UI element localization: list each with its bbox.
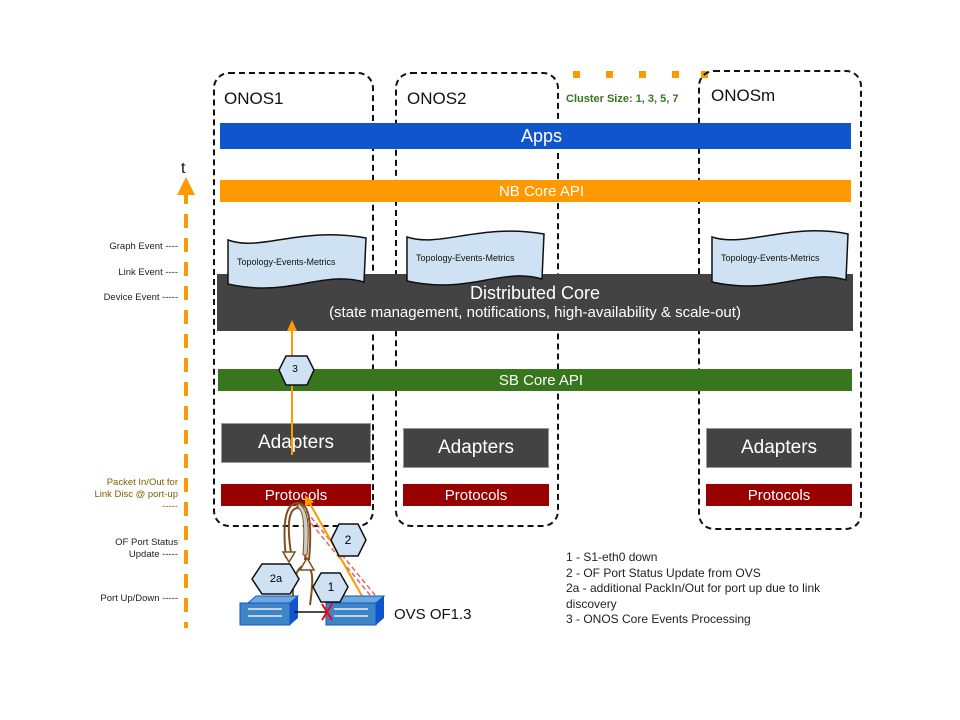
switch-label: OVS OF1.3 bbox=[394, 606, 472, 623]
legend-item-2: 2 - OF Port Status Update from OVS bbox=[566, 565, 761, 580]
protocols-onos2: Protocols bbox=[403, 484, 549, 506]
step-1-label: 1 bbox=[327, 580, 335, 594]
step-3-label: 3 bbox=[292, 364, 298, 375]
legend-item-1: 1 - S1-eth0 down bbox=[566, 550, 658, 564]
node-title-onosm: ONOSm bbox=[711, 86, 776, 105]
legend: 1 - S1-eth0 down 2 - OF Port Status Upda… bbox=[566, 550, 820, 628]
event-label-of-port-status: OF Port Status Update ----- bbox=[115, 537, 178, 561]
ovs-switch-1-icon bbox=[239, 595, 300, 626]
step-2a-label: 2a bbox=[269, 573, 283, 585]
store-label-onosm: Topology-Events-Metrics bbox=[721, 253, 820, 263]
event-label-device: Device Event ----- bbox=[103, 292, 178, 303]
event-label-packet-in-out: Packet In/Out for Link Disc @ port-up --… bbox=[94, 477, 178, 513]
port-status-arrowhead-icon bbox=[305, 495, 314, 507]
step-2-label: 2 bbox=[344, 533, 352, 547]
event-label-packet-line1: Packet In/Out for bbox=[106, 477, 178, 488]
step-2a-hexagon bbox=[251, 563, 300, 595]
event-label-port-up-down: Port Up/Down ----- bbox=[100, 593, 178, 604]
legend-item-3: 3 - ONOS Core Events Processing bbox=[566, 612, 751, 626]
apps-layer: Apps bbox=[220, 123, 851, 149]
store-label-onos1: Topology-Events-Metrics bbox=[237, 257, 336, 267]
legend-item-2a: 2a - additional PackIn/Out for port up d… bbox=[566, 581, 821, 595]
step-2-hexagon bbox=[330, 523, 367, 557]
nb-core-api-layer: NB Core API bbox=[220, 180, 851, 202]
event-label-ofps-line2: Update ----- bbox=[128, 549, 178, 560]
time-axis-label: t bbox=[181, 160, 186, 177]
event-label-ofps-line1: OF Port Status bbox=[115, 537, 178, 548]
protocols-onos1: Protocols bbox=[221, 484, 371, 506]
distributed-core-subtitle: (state management, notifications, high-a… bbox=[329, 304, 741, 321]
event-label-packet-line3: ----- bbox=[162, 501, 178, 512]
legend-item-2a-cont: discovery bbox=[566, 596, 617, 611]
event-label-packet-line2: Link Disc @ port-up bbox=[94, 489, 178, 500]
adapters-onos1: Adapters bbox=[221, 423, 371, 463]
node-title-onos2: ONOS2 bbox=[407, 89, 467, 108]
adapters-onosm: Adapters bbox=[706, 428, 852, 468]
distributed-core-title: Distributed Core bbox=[469, 283, 601, 303]
event-label-graph: Graph Event ---- bbox=[109, 241, 178, 252]
link-down-x-icon bbox=[321, 603, 333, 621]
time-axis-arrowhead-icon bbox=[177, 177, 195, 195]
protocols-onosm: Protocols bbox=[706, 484, 852, 506]
core-event-arrowhead-icon bbox=[287, 320, 297, 331]
store-label-onos2: Topology-Events-Metrics bbox=[416, 253, 515, 263]
step-1-hexagon bbox=[312, 572, 349, 603]
link-disc-path-a bbox=[295, 504, 371, 596]
node-title-onos1: ONOS1 bbox=[224, 89, 284, 108]
cluster-size-label: Cluster Size: 1, 3, 5, 7 bbox=[566, 93, 679, 105]
step-3-hexagon bbox=[278, 355, 315, 386]
event-label-link: Link Event ---- bbox=[118, 267, 178, 278]
adapters-onos2: Adapters bbox=[403, 428, 549, 468]
sb-core-api-layer: SB Core API bbox=[218, 369, 852, 391]
